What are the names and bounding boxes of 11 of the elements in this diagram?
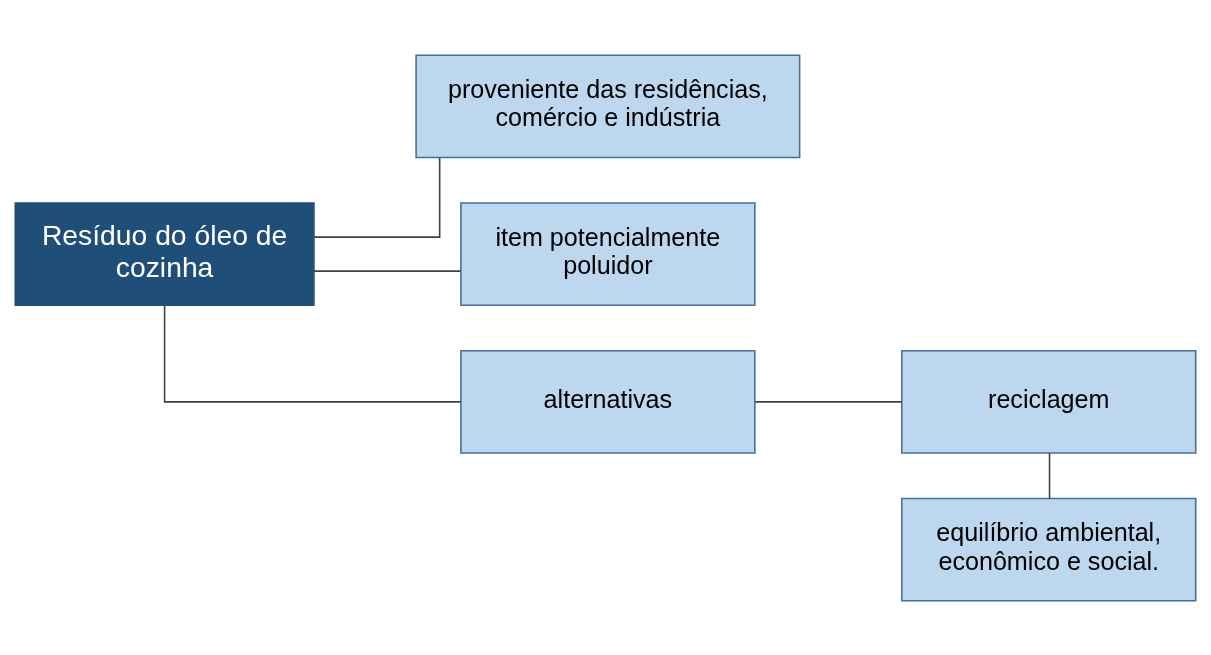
node-box: Resíduo do óleo de cozinha: [14, 201, 315, 306]
connector: [313, 269, 462, 272]
node-box: alternativas: [460, 349, 756, 454]
connector: [313, 156, 441, 238]
connector: [754, 400, 903, 403]
connector: [1048, 451, 1051, 499]
connector: [163, 304, 462, 403]
node-box: reciclagem: [901, 349, 1197, 454]
node-box: equilíbrio ambiental, econômico e social.: [901, 497, 1197, 601]
node-box: proveniente das residências, comércio e indústria: [415, 54, 801, 158]
node-box: item potencialmente poluidor: [460, 201, 756, 306]
